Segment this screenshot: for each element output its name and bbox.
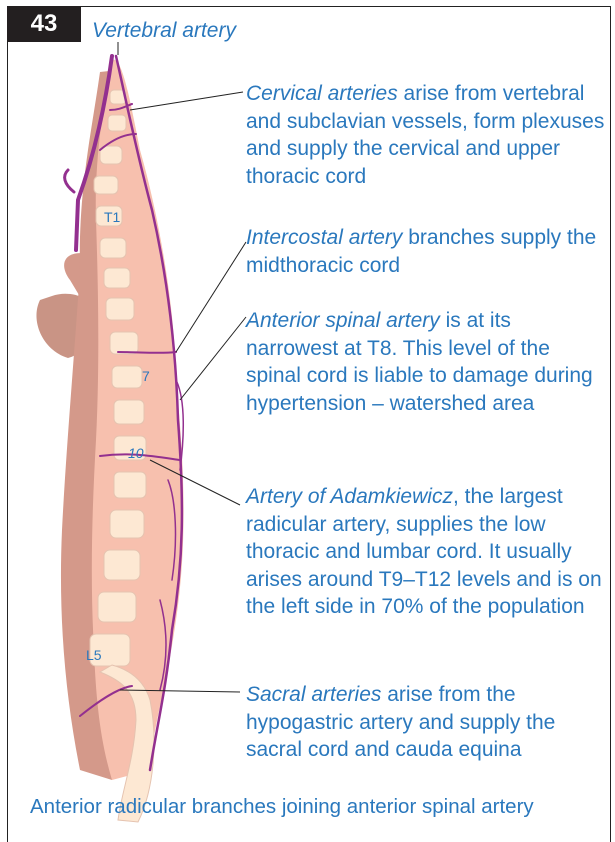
annotation-term: Anterior spinal artery	[246, 309, 440, 332]
annotation-intercostal-artery: Intercostal artery branches supply the m…	[246, 224, 606, 279]
intercostal-leader	[176, 242, 246, 352]
figure-caption: Anterior radicular branches joining ante…	[30, 795, 534, 819]
cervical-leader	[130, 92, 243, 110]
vertebra-label-t1: T1	[104, 209, 121, 225]
vertebra-label-10: 10	[128, 445, 144, 461]
subclavian-branch	[65, 170, 74, 192]
vertebra-label-7: 7	[142, 368, 150, 384]
annotation-anterior-spinal-artery: Anterior spinal artery is at its narrowe…	[246, 307, 606, 417]
vertebra-label-l5: L5	[86, 647, 102, 663]
annotation-sacral-arteries: Sacral arteries arise from the hypogastr…	[246, 681, 606, 764]
annotation-term: Cervical arteries	[246, 82, 398, 105]
annotation-term: Artery of Adamkiewicz	[246, 485, 453, 508]
annotation-term: Intercostal artery	[246, 226, 402, 249]
annotation-cervical-arteries: Cervical arteries arise from vertebral a…	[246, 80, 606, 190]
annotation-term: Sacral arteries	[246, 683, 381, 706]
annotation-artery-of-adamkiewicz: Artery of Adamkiewicz, the largest radic…	[246, 483, 606, 621]
intercostal-branch	[118, 352, 176, 353]
